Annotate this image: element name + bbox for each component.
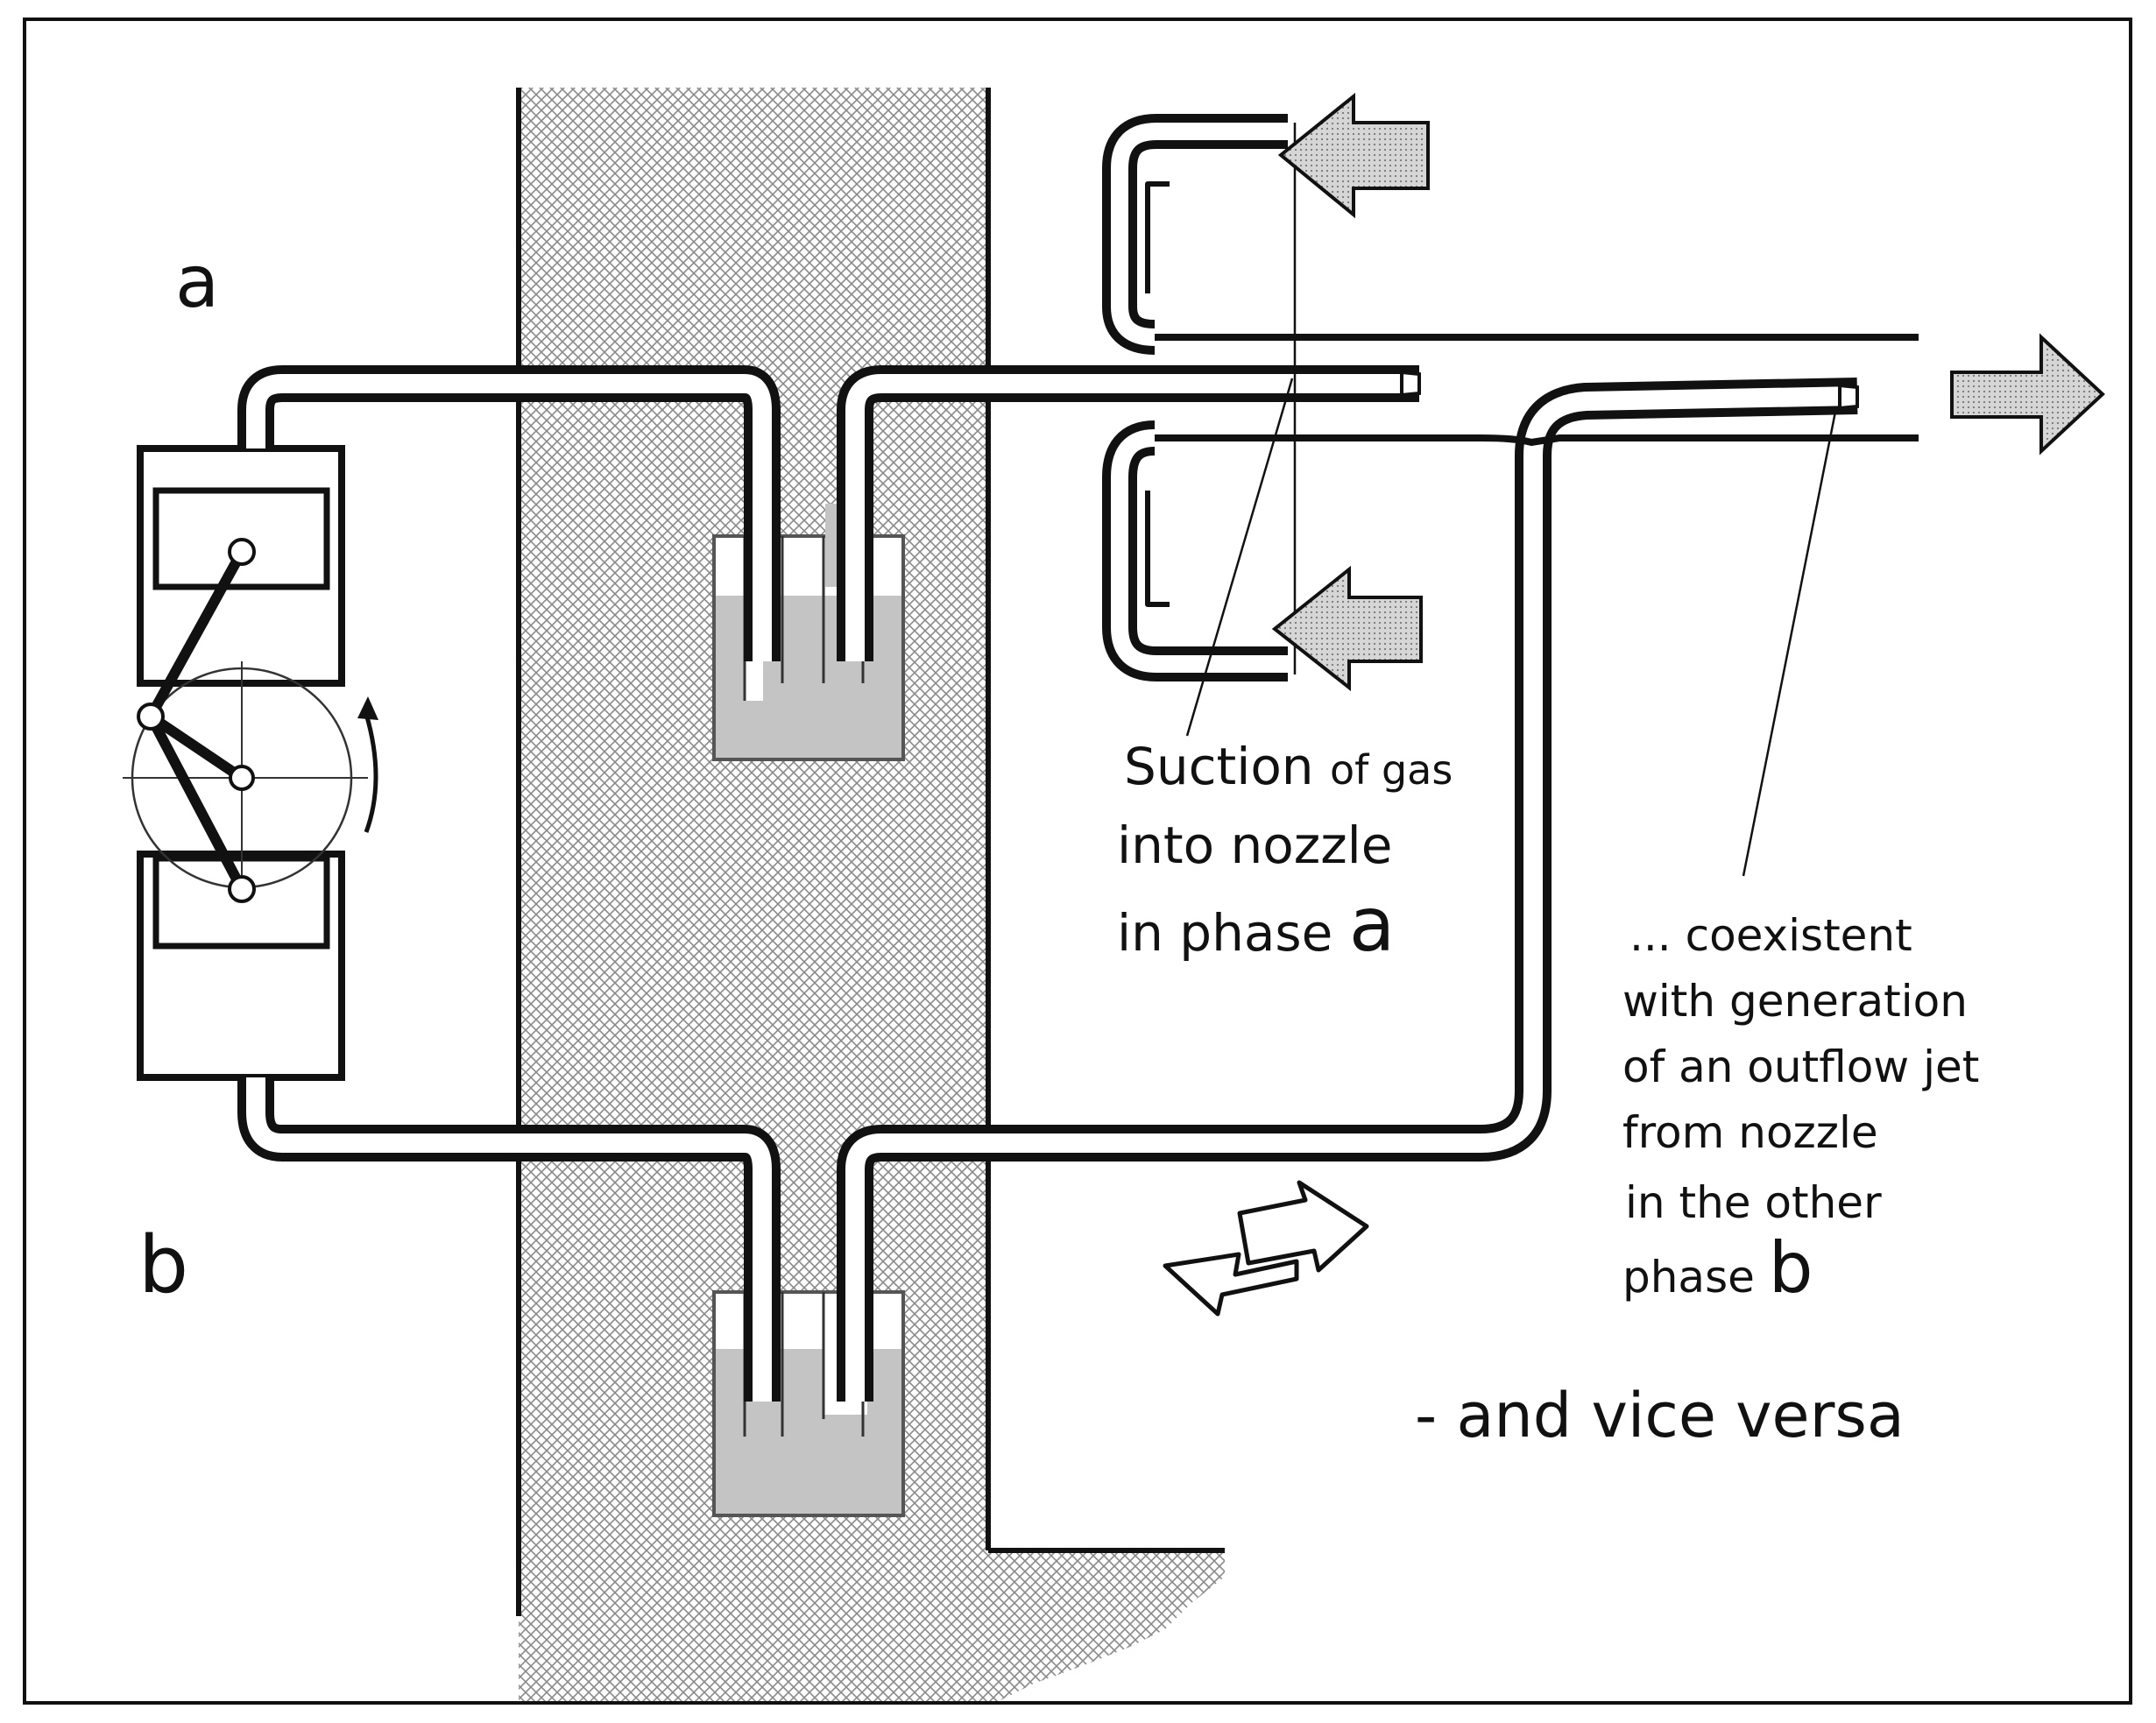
outlet-duct (1155, 334, 1919, 447)
svg-text:phase b: phase b (1622, 1227, 1813, 1309)
upper-suction-intake (1102, 114, 1288, 355)
coexistent-line3: of an outflow jet (1622, 1042, 1979, 1092)
outflow-arrow-icon (1950, 333, 2105, 455)
suction-line3: in phase (1117, 903, 1349, 963)
suction-leader-line (1185, 378, 1294, 737)
lower-tube (237, 378, 1858, 1402)
svg-text:Suction of gas: Suction of gas (1124, 737, 1453, 796)
suction-line2: into nozzle (1117, 816, 1392, 875)
phase-a-label: a (175, 241, 219, 324)
coexistent-phase-letter: b (1769, 1227, 1813, 1309)
coexistent-line6: phase (1622, 1252, 1769, 1303)
coexistent-line1: ... coexistent (1629, 910, 1912, 961)
coexistent-line4: from nozzle (1622, 1107, 1878, 1158)
suction-phase-letter: a (1349, 881, 1396, 969)
lower-suction-arrow-icon (1271, 565, 1423, 692)
phase-b-label: b (138, 1219, 188, 1311)
upper-nozzle-tip (1400, 370, 1421, 398)
coexistent-caption: ... coexistent with generation of an out… (1622, 910, 1979, 1309)
upper-water-trap (712, 504, 905, 761)
figure-frame (23, 18, 2132, 1705)
hatched-wall (516, 88, 1225, 1701)
svg-text:in phase a: in phase a (1117, 881, 1395, 969)
upper-suction-arrow-icon (1277, 92, 1430, 219)
suction-line1-big: Suction (1124, 737, 1330, 796)
crank-mechanism (123, 538, 368, 903)
suction-caption: Suction of gas into nozzle in phase a (1117, 737, 1453, 969)
lower-nozzle-tip (1838, 383, 1859, 411)
rotation-arrow-icon (357, 696, 378, 833)
upper-tube (237, 365, 1419, 661)
coexistent-line2: with generation (1622, 976, 1968, 1027)
lower-suction-intake (1102, 420, 1288, 681)
upper-cylinder (137, 445, 345, 687)
coexistent-line5: in the other (1625, 1177, 1882, 1228)
alternating-arrows-icon (1163, 1180, 1369, 1317)
suction-line1-small: of gas (1330, 746, 1453, 794)
outflow-leader-line (1742, 411, 1837, 877)
vice-versa-caption: - and vice versa (1415, 1380, 1905, 1451)
